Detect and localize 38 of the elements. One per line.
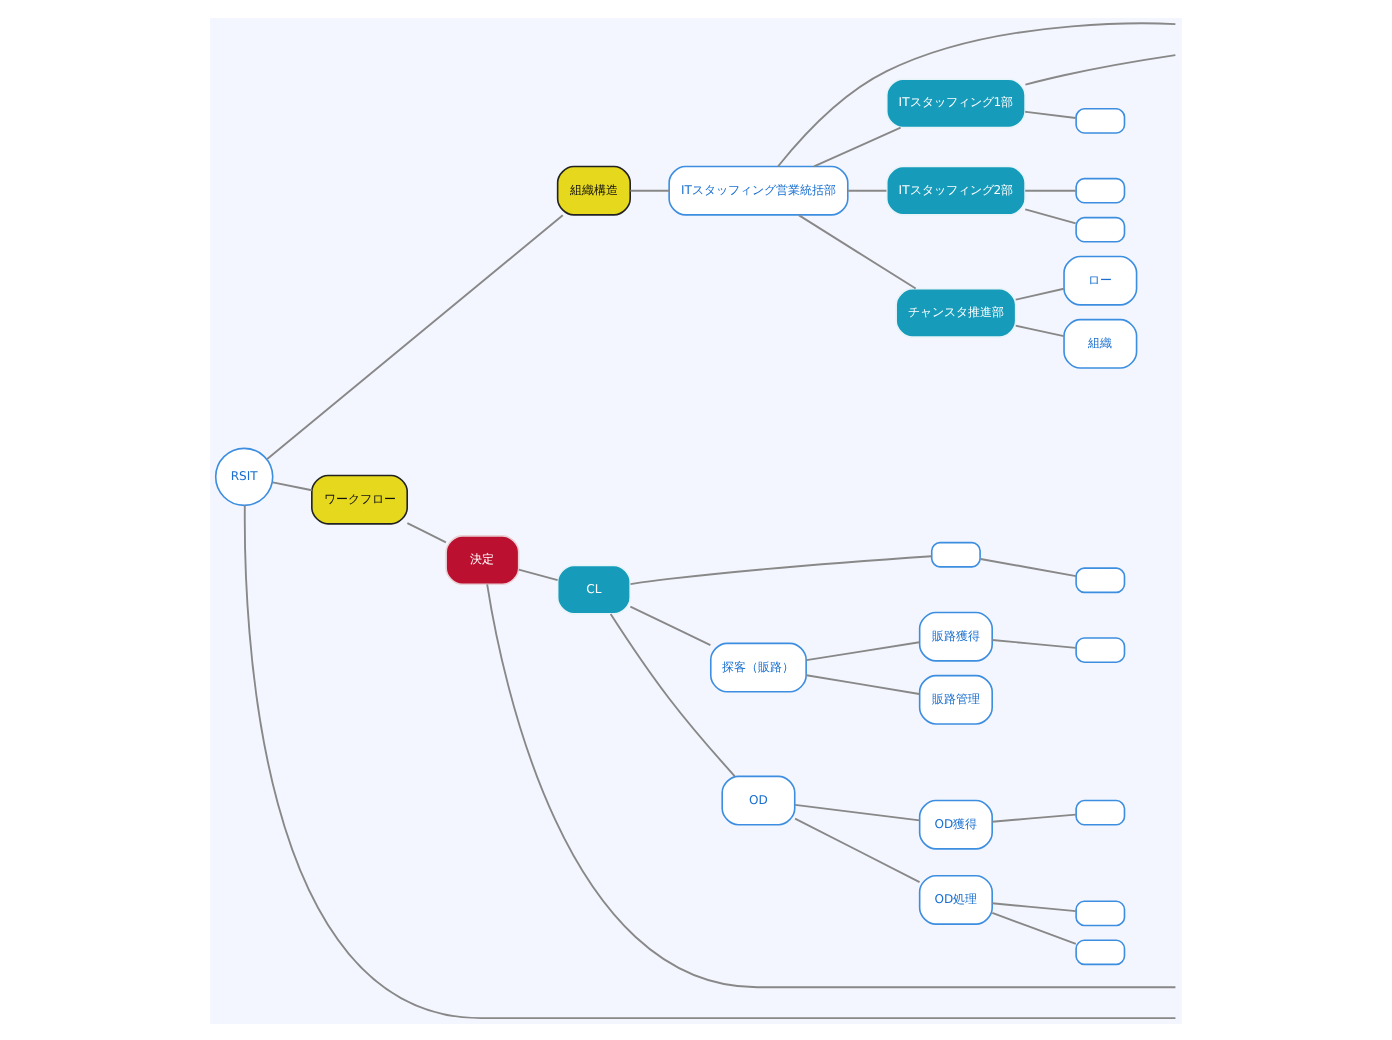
connector xyxy=(271,480,313,491)
connector xyxy=(805,640,921,661)
connector xyxy=(266,213,564,459)
node-box xyxy=(1075,215,1126,242)
connector xyxy=(991,812,1077,822)
connector xyxy=(406,521,447,543)
node-box xyxy=(1075,566,1126,593)
connector xyxy=(517,567,559,581)
connector xyxy=(847,188,888,191)
connector xyxy=(243,503,1177,1019)
connector xyxy=(1014,323,1065,337)
node-box xyxy=(1075,176,1126,203)
connector xyxy=(1014,286,1065,300)
connector xyxy=(629,188,670,191)
connector xyxy=(629,604,712,646)
connector xyxy=(991,910,1077,944)
connector xyxy=(1024,207,1077,224)
connector xyxy=(794,802,921,821)
connector xyxy=(776,21,1177,167)
connector xyxy=(486,582,1177,988)
connector xyxy=(797,213,917,289)
connector xyxy=(991,638,1077,648)
connector xyxy=(794,816,921,883)
connector xyxy=(805,673,921,694)
connector xyxy=(1024,109,1077,118)
connector xyxy=(1024,53,1177,85)
node-box xyxy=(1075,938,1126,965)
node-box xyxy=(1075,899,1126,926)
node-box xyxy=(1075,636,1126,662)
connector xyxy=(629,554,933,585)
connector xyxy=(991,901,1077,912)
node-box xyxy=(1075,798,1126,825)
connector xyxy=(979,557,1077,577)
node-box xyxy=(1075,107,1126,133)
connector xyxy=(609,612,736,776)
node-box xyxy=(930,540,981,567)
connector xyxy=(1024,188,1077,191)
connector xyxy=(813,125,902,167)
